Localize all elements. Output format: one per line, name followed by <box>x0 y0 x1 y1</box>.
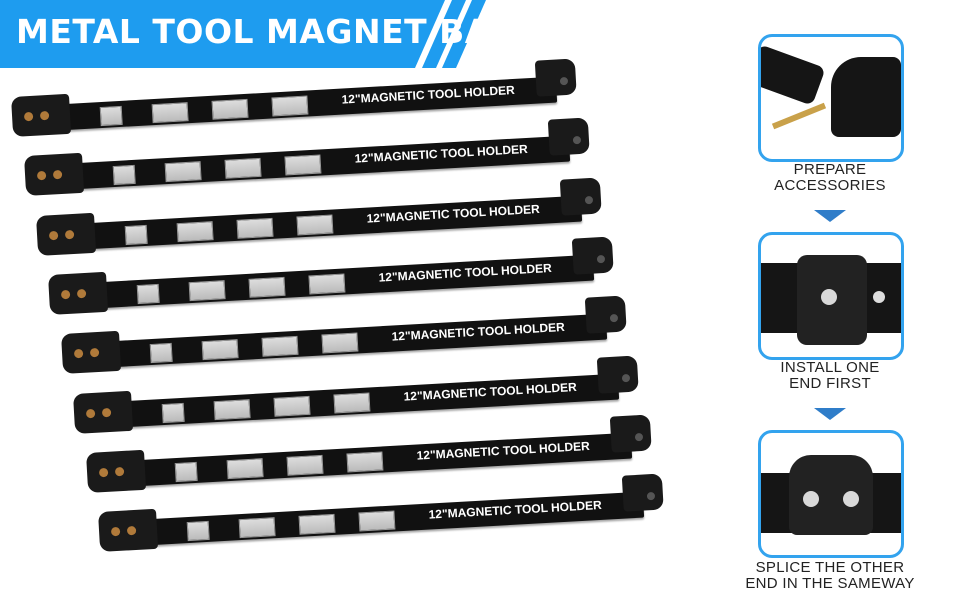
step-1-photo <box>758 34 904 162</box>
banner-background <box>0 0 486 68</box>
step-3-photo <box>758 430 904 558</box>
step-arrow-icon <box>814 210 846 222</box>
title-banner: METAL TOOL MAGNET BAR <box>0 0 516 68</box>
magnet-bars-photo: 12"MAGNETIC TOOL HOLDER 12"MAGNETIC TOOL… <box>0 58 664 600</box>
step-arrow-icon <box>814 408 846 420</box>
step-2-photo <box>758 232 904 360</box>
banner-title: METAL TOOL MAGNET BAR <box>16 12 517 51</box>
